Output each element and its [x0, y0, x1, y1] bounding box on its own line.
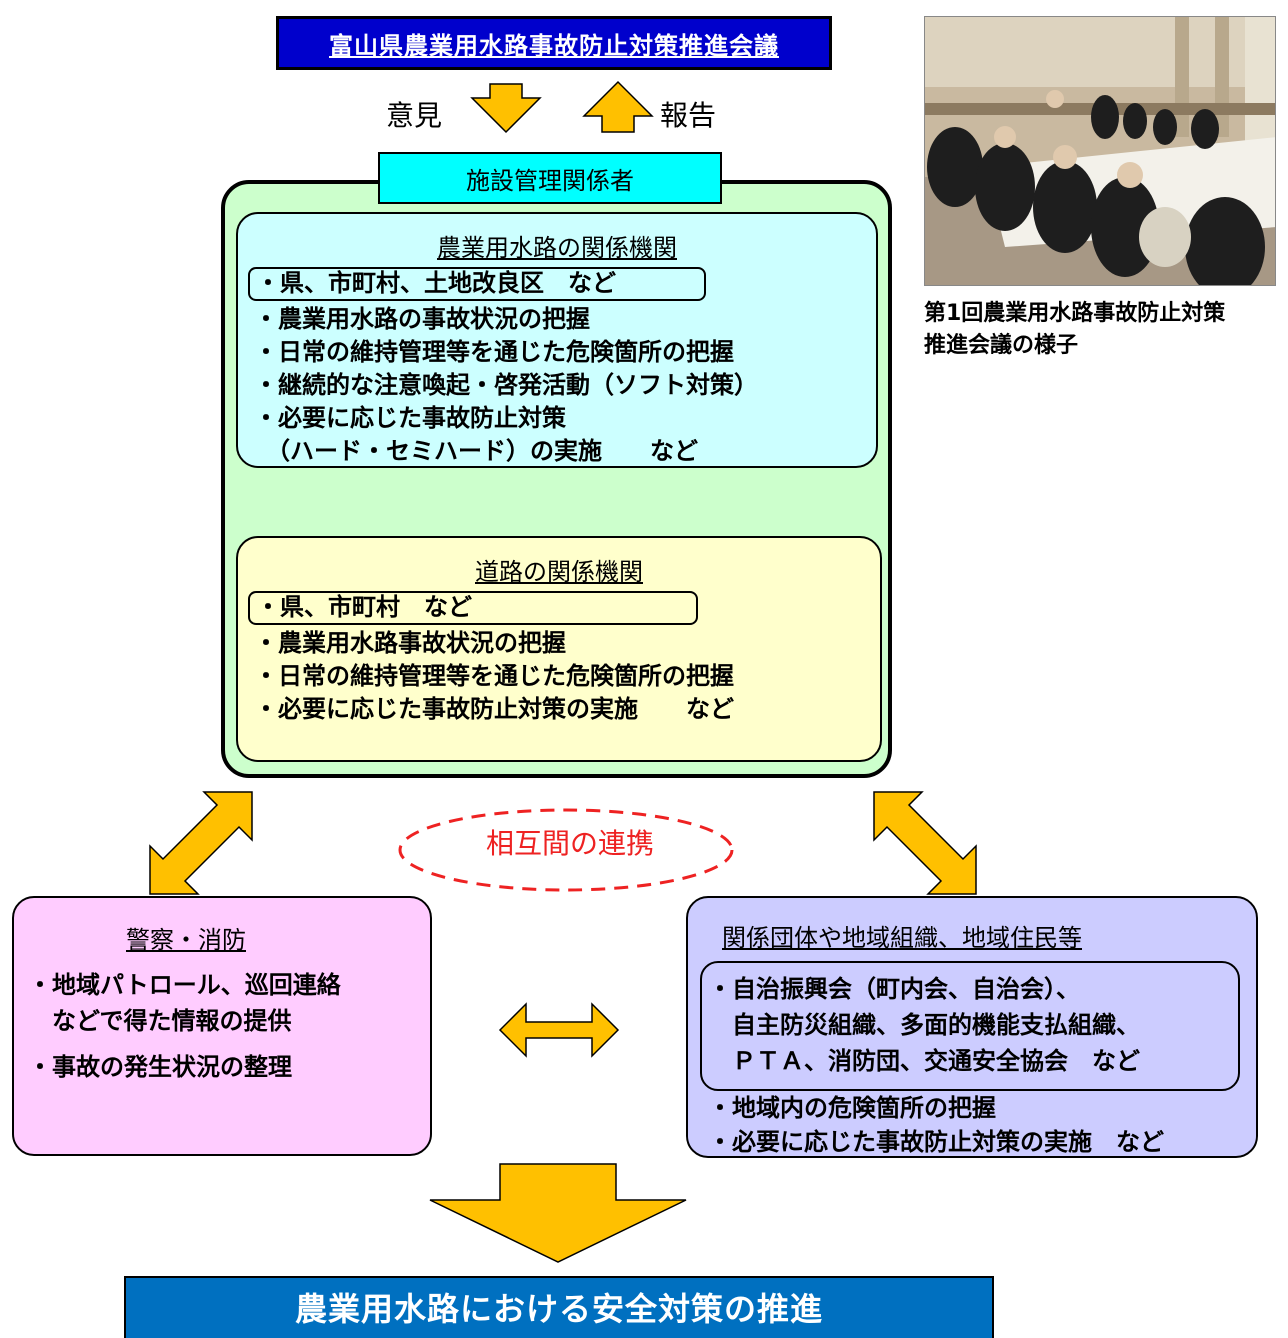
agri-item: ・日常の維持管理等を通じた危険箇所の把握 — [254, 338, 734, 366]
community-item: ・必要に応じた事故防止対策の実施 など — [708, 1128, 1164, 1156]
agri-items-list: ・農業用水路の事故状況の把握 ・日常の維持管理等を通じた危険箇所の把握 ・継続的… — [254, 303, 876, 468]
council-title: 富山県農業用水路事故防止対策推進会議 — [329, 31, 779, 60]
agri-members: ・県、市町村、土地改良区 など — [248, 267, 706, 301]
opinion-label: 意見 — [386, 99, 443, 132]
council-title-box: 富山県農業用水路事故防止対策推進会議 — [276, 16, 832, 70]
facility-community-double-arrow — [873, 791, 977, 895]
result-down-arrow — [429, 1163, 687, 1263]
community-title: 関係団体や地域組織、地域住民等 — [722, 924, 1082, 952]
agri-waterway-box: 農業用水路の関係機関 ・県、市町村、土地改良区 など ・農業用水路の事故状況の把… — [236, 212, 878, 468]
road-item: ・農業用水路事故状況の把握 — [254, 629, 566, 657]
agri-item: （ハード・セミハード）の実施 など — [254, 437, 698, 465]
agri-waterway-title: 農業用水路の関係機関 — [437, 234, 677, 262]
community-member: ・自治振興会（町内会、自治会）、 — [708, 975, 1080, 1003]
photo-caption: 第1回農業用水路事故防止対策 推進会議の様子 — [924, 298, 1288, 362]
facility-managers-title: 施設管理関係者 — [378, 152, 722, 204]
road-items-list: ・農業用水路事故状況の把握 ・日常の維持管理等を通じた危険箇所の把握 ・必要に応… — [254, 627, 880, 726]
police-fire-title: 警察・消防 — [126, 926, 246, 954]
police-item: ・地域パトロール、巡回連絡 — [28, 971, 341, 999]
opinion-down-arrow — [470, 83, 542, 134]
community-members-box: ・自治振興会（町内会、自治会）、 自主防災組織、多面的機能支払組織、 ＰＴＡ、消… — [700, 961, 1240, 1091]
cooperation-ellipse — [398, 808, 734, 892]
community-item: ・地域内の危険箇所の把握 — [708, 1094, 996, 1122]
police-item: ・事故の発生状況の整理 — [28, 1053, 292, 1081]
photo-caption-line2: 推進会議の様子 — [924, 333, 1079, 358]
facility-police-double-arrow — [149, 791, 253, 895]
community-box: 関係団体や地域組織、地域住民等 ・自治振興会（町内会、自治会）、 自主防災組織、… — [686, 896, 1258, 1158]
police-fire-box: 警察・消防 ・地域パトロール、巡回連絡 などで得た情報の提供 ・事故の発生状況の… — [12, 896, 432, 1156]
community-member: ＰＴＡ、消防団、交通安全協会 など — [708, 1047, 1140, 1075]
road-box: 道路の関係機関 ・県、市町村 など ・農業用水路事故状況の把握 ・日常の維持管理… — [236, 536, 882, 762]
report-label: 報告 — [660, 99, 717, 132]
road-title: 道路の関係機関 — [475, 558, 643, 586]
cooperation-label: 相互間の連携 — [485, 827, 654, 860]
police-items-list: ・地域パトロール、巡回連絡 などで得た情報の提供 ・事故の発生状況の整理 — [28, 967, 430, 1085]
police-item: などで得た情報の提供 — [28, 1007, 292, 1035]
result-title: 農業用水路における安全対策の推進 — [294, 1290, 823, 1328]
photo-caption-line1: 第1回農業用水路事故防止対策 — [924, 301, 1226, 326]
police-community-double-arrow — [498, 1002, 620, 1058]
agri-item: ・必要に応じた事故防止対策 — [254, 404, 566, 432]
community-member: 自主防災組織、多面的機能支払組織、 — [708, 1011, 1140, 1039]
report-up-arrow — [582, 80, 654, 133]
result-banner: 農業用水路における安全対策の推進 — [124, 1276, 994, 1338]
agri-item: ・農業用水路の事故状況の把握 — [254, 305, 590, 333]
road-item: ・必要に応じた事故防止対策の実施 など — [254, 695, 734, 723]
road-members: ・県、市町村 など — [248, 591, 698, 625]
agri-item: ・継続的な注意喚起・啓発活動（ソフト対策） — [254, 371, 758, 399]
meeting-photo — [924, 16, 1276, 286]
community-items-list: ・地域内の危険箇所の把握 ・必要に応じた事故防止対策の実施 など — [708, 1091, 1256, 1159]
road-item: ・日常の維持管理等を通じた危険箇所の把握 — [254, 662, 734, 690]
